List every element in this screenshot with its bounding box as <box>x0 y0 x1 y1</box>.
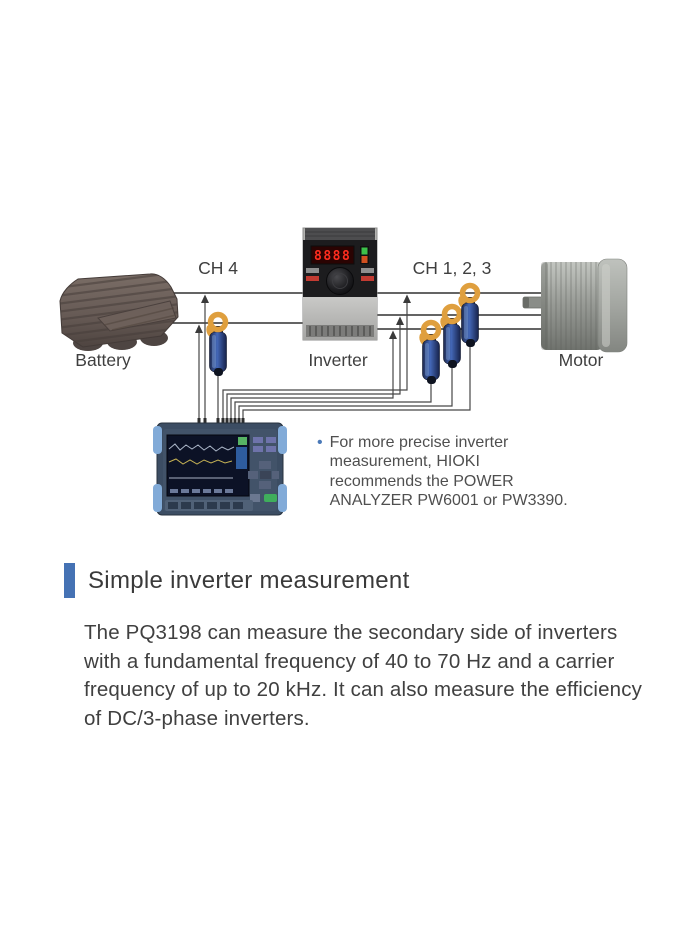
note-line: For more precise inverter <box>329 434 509 451</box>
body-line: frequency of up to 20 kHz. It can also m… <box>84 678 643 702</box>
ch123-label: CH 1, 2, 3 <box>413 258 492 278</box>
body-line: with a fundamental frequency of 40 to 70… <box>84 649 615 673</box>
pq3198-analyzer-illustration <box>153 418 287 516</box>
wire-clamp <box>238 368 453 423</box>
voltage-tap-arrowheads <box>195 294 411 339</box>
section-heading: Simple inverter measurement <box>64 563 410 598</box>
section-body: The PQ3198 can measure the secondary sid… <box>84 619 642 733</box>
current-clamp-ch2 <box>440 303 463 368</box>
analyzer-input-ports <box>197 418 245 425</box>
clamp-ring <box>459 282 481 304</box>
analyzer-keypad <box>248 437 279 502</box>
wire-clamp <box>234 384 432 423</box>
note-line: measurement, HIOKI <box>329 453 480 471</box>
wire-voltage-tap <box>226 324 401 423</box>
note-line: recommends the POWER <box>329 472 514 490</box>
wire-clamp <box>242 347 471 423</box>
wire-voltage-tap <box>230 338 394 423</box>
note-line: ANALYZER PW6001 or PW3390. <box>329 492 568 510</box>
battery-illustration <box>59 273 179 351</box>
clamp-ring <box>441 303 463 325</box>
wire-voltage-tap <box>222 302 408 423</box>
current-clamp-ch4 <box>206 311 229 376</box>
body-line: of DC/3-phase inverters. <box>84 706 310 730</box>
inverter-display-digits: 8888 <box>314 249 351 264</box>
battery-label: Battery <box>75 350 131 370</box>
analyzer-bumper <box>278 484 287 512</box>
section-title: Simple inverter measurement <box>88 567 410 594</box>
analyzer-screen <box>166 434 250 497</box>
analyzer-bumper <box>278 426 287 454</box>
current-clamp-ch1 <box>458 282 481 347</box>
clamp-ring <box>207 311 229 333</box>
clamp-ring <box>420 319 442 341</box>
ch4-label: CH 4 <box>198 258 238 278</box>
inverter-led-column <box>360 246 369 264</box>
inverter-display-bezel <box>310 245 355 265</box>
analyzer-bumper <box>153 484 162 512</box>
note-text: For more precise inverter measurement, H… <box>330 433 568 511</box>
measurement-setup-diagram: Battery 8888 <box>59 227 628 516</box>
measurement-wires <box>198 302 471 423</box>
body-line: The PQ3198 can measure the secondary sid… <box>84 621 618 644</box>
precision-note: • For more precise inverter measurement,… <box>317 433 568 511</box>
motor-illustration <box>522 258 628 353</box>
current-clamp-ch3 <box>419 319 442 384</box>
analyzer-bumper <box>153 426 162 454</box>
heading-accent-bar <box>64 563 75 598</box>
note-bullet: • <box>317 434 323 451</box>
inverter-illustration: 8888 <box>302 227 378 341</box>
inverter-label: Inverter <box>308 350 367 370</box>
motor-label: Motor <box>559 350 604 370</box>
inverter-knob <box>326 267 354 295</box>
